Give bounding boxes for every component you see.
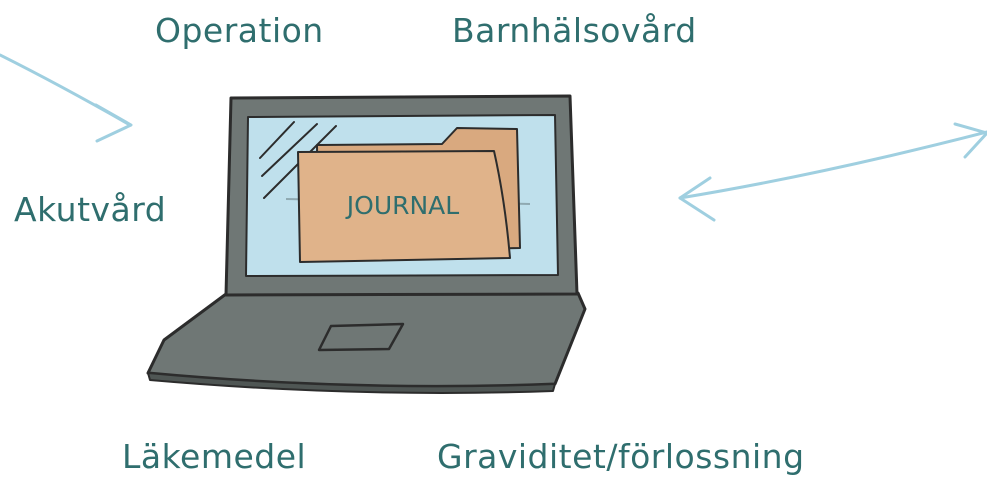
label-barnhalsovard: Barnhälsovård	[452, 11, 697, 50]
label-akutvard: Akutvård	[14, 190, 167, 229]
arrow-right-icon	[0, 53, 133, 143]
label-operation: Operation	[155, 11, 324, 50]
label-lakemedel: Läkemedel	[122, 437, 307, 476]
folder-icon: JOURNAL	[297, 127, 521, 263]
double-arrow-icon	[678, 122, 987, 222]
label-graviditet-forlossning: Graviditet/förlossning	[437, 437, 805, 476]
folder-label: JOURNAL	[345, 191, 460, 220]
